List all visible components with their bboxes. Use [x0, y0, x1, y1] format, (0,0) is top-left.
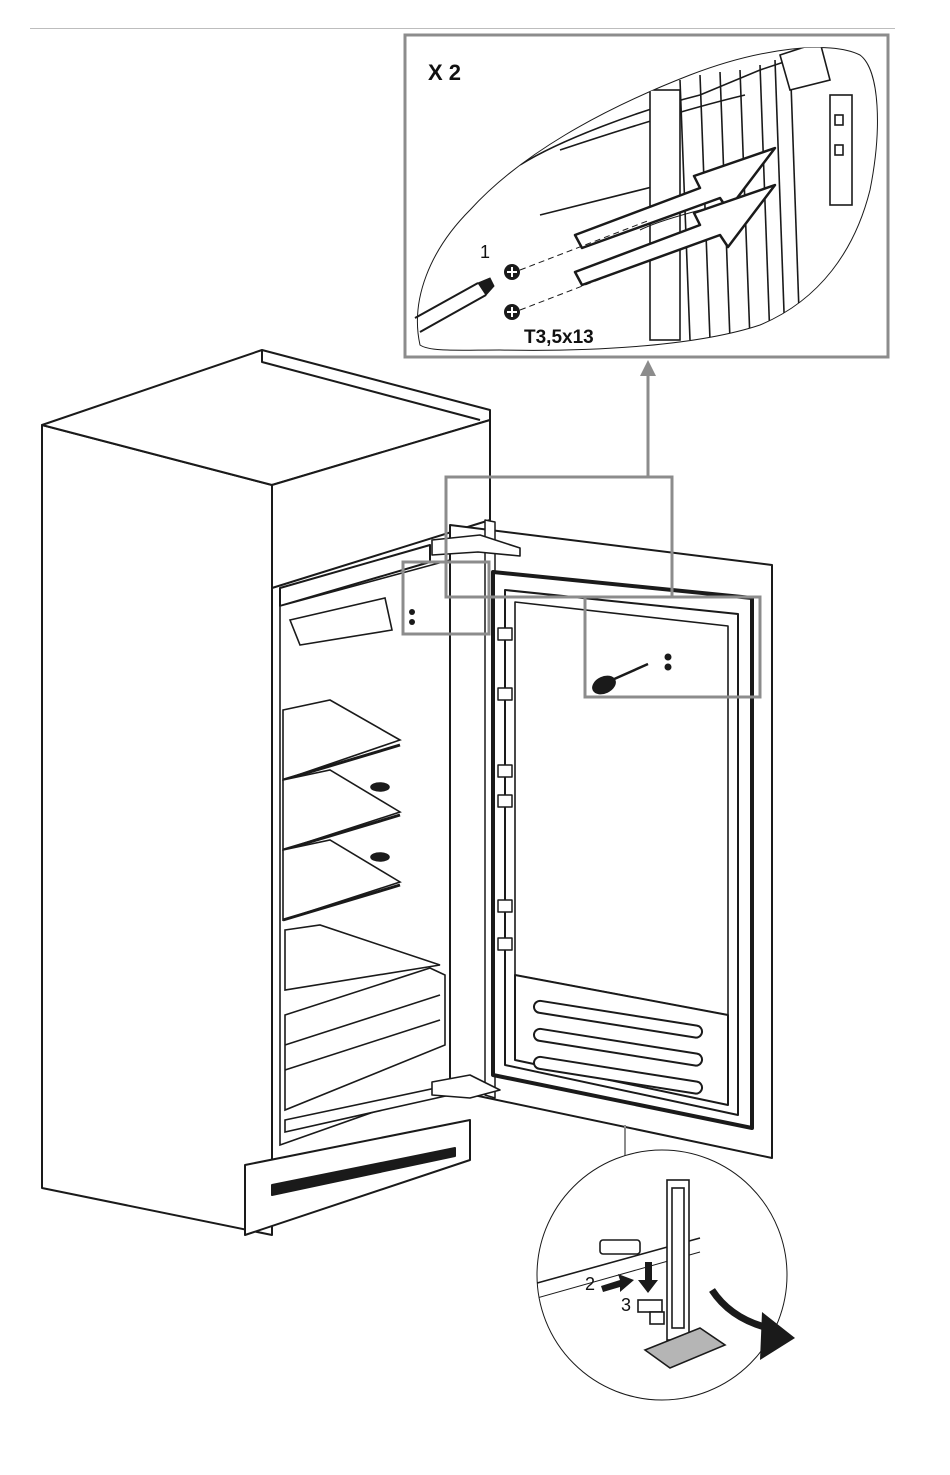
screw-icon: [409, 609, 415, 615]
multiplier-label: X 2: [428, 60, 461, 86]
detail-view: [415, 42, 877, 350]
cabinet-side-panel: [42, 425, 272, 1235]
fridge-interior: [280, 560, 450, 1145]
glass-shelves: [283, 700, 400, 920]
fridge-door: [432, 520, 772, 1158]
step-number-1: 1: [480, 242, 490, 263]
screw-icon: [409, 619, 415, 625]
bottom-hinge-detail: [530, 1150, 795, 1400]
step-number-2: 2: [585, 1274, 595, 1295]
step-number-3: 3: [621, 1295, 631, 1316]
screw-spec-label: T3,5x13: [524, 327, 594, 349]
